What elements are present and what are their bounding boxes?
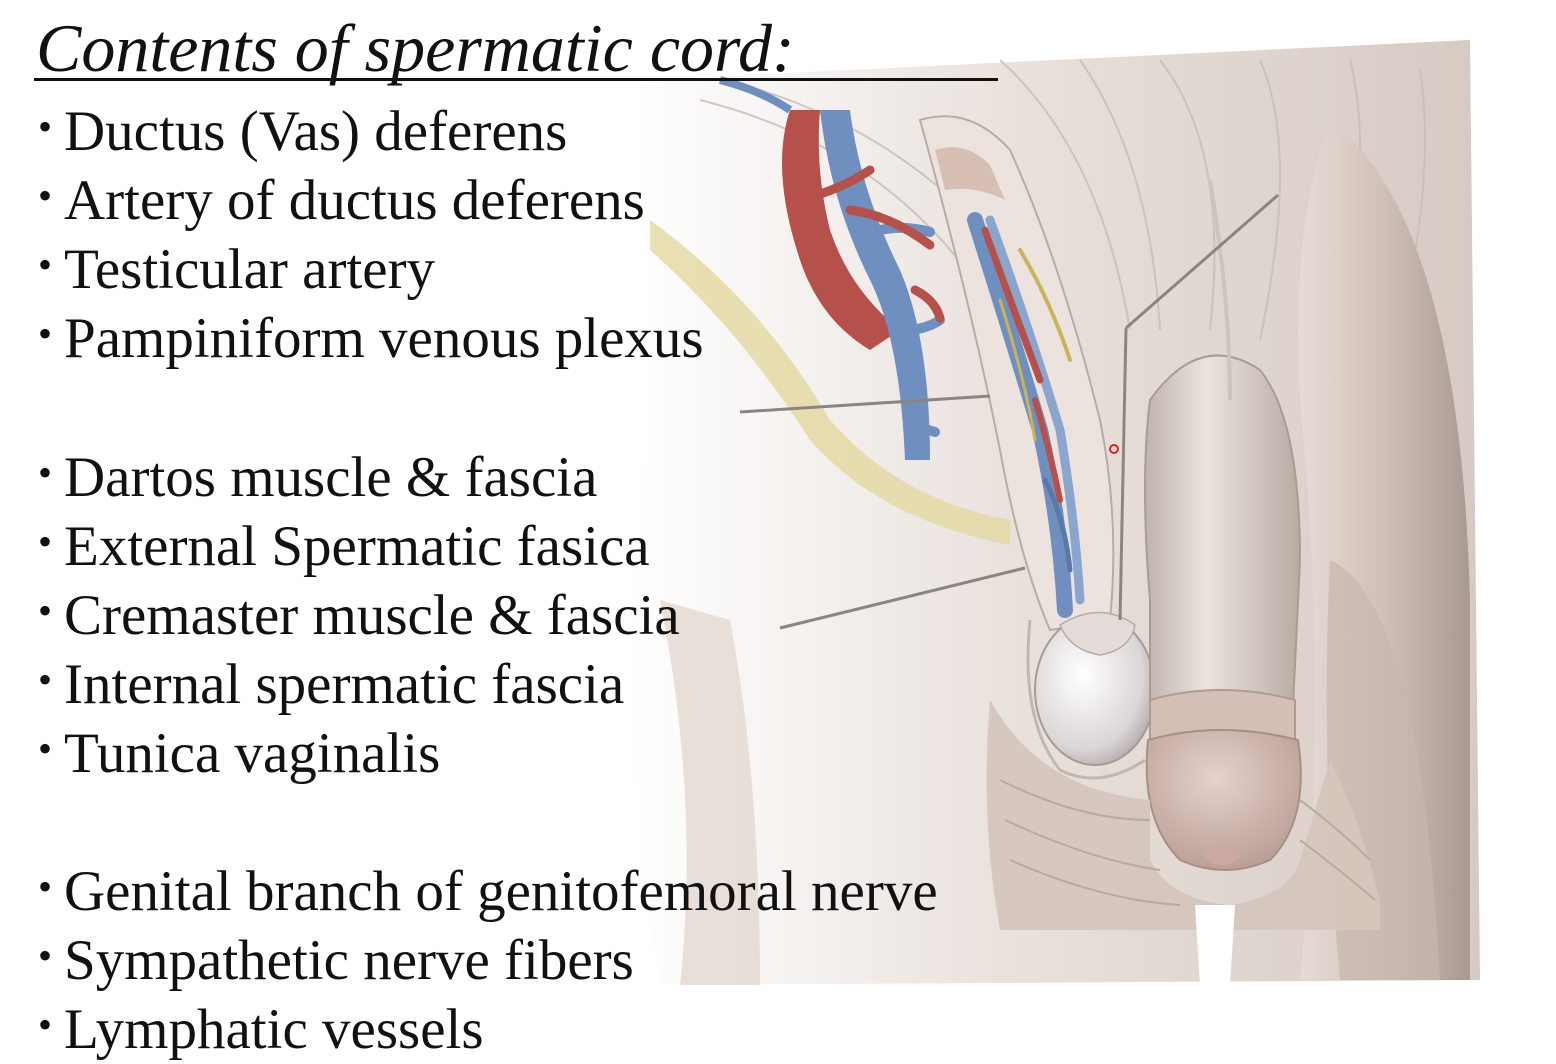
list-item-label: External Spermatic fasica: [64, 515, 650, 578]
list-item: •Artery of ductus deferens: [38, 161, 704, 232]
list-item-label: Lymphatic vessels: [64, 998, 484, 1061]
nerves-lymphatics-list: •Genital branch of genitofemoral nerve •…: [38, 852, 938, 1061]
list-item-label: Internal spermatic fascia: [64, 653, 625, 716]
slide-title: Contents of spermatic cord:: [36, 10, 795, 86]
bullet: •: [38, 588, 53, 633]
list-item: •Sympathetic nerve fibers: [38, 921, 938, 992]
list-item: •Internal spermatic fascia: [38, 645, 680, 716]
coverings-list: •Dartos muscle & fascia •External Sperma…: [38, 438, 680, 785]
list-item-label: Pampiniform venous plexus: [64, 307, 704, 370]
bullet: •: [38, 726, 53, 771]
list-item: •Testicular artery: [38, 230, 704, 301]
list-item-label: Ductus (Vas) deferens: [64, 100, 568, 163]
list-item-label: Sympathetic nerve fibers: [64, 929, 634, 992]
bullet: •: [38, 311, 53, 356]
list-item-label: Genital branch of genitofemoral nerve: [64, 860, 938, 923]
bullet: •: [38, 1002, 53, 1047]
list-item: •External Spermatic fasica: [38, 507, 680, 578]
list-item: •Genital branch of genitofemoral nerve: [38, 852, 938, 923]
list-item: •Dartos muscle & fascia: [38, 438, 680, 509]
bullet: •: [38, 173, 53, 218]
list-item-label: Dartos muscle & fascia: [64, 446, 598, 509]
list-item: •Ductus (Vas) deferens: [38, 92, 704, 163]
list-item-label: Cremaster muscle & fascia: [64, 584, 680, 647]
bullet: •: [38, 519, 53, 564]
bullet: •: [38, 104, 53, 149]
list-item: •Lymphatic vessels: [38, 990, 938, 1061]
list-item-label: Artery of ductus deferens: [64, 169, 645, 232]
title-underline: [34, 78, 998, 81]
cord-contents-list: •Ductus (Vas) deferens •Artery of ductus…: [38, 92, 704, 370]
list-item: •Cremaster muscle & fascia: [38, 576, 680, 647]
list-item: •Tunica vaginalis: [38, 714, 680, 785]
bullet: •: [38, 450, 53, 495]
bullet: •: [38, 933, 53, 978]
bullet: •: [38, 242, 53, 287]
bullet: •: [38, 864, 53, 909]
list-item: •Pampiniform venous plexus: [38, 299, 704, 370]
list-item-label: Testicular artery: [64, 238, 436, 301]
list-item-label: Tunica vaginalis: [64, 722, 441, 785]
bullet: •: [38, 657, 53, 702]
